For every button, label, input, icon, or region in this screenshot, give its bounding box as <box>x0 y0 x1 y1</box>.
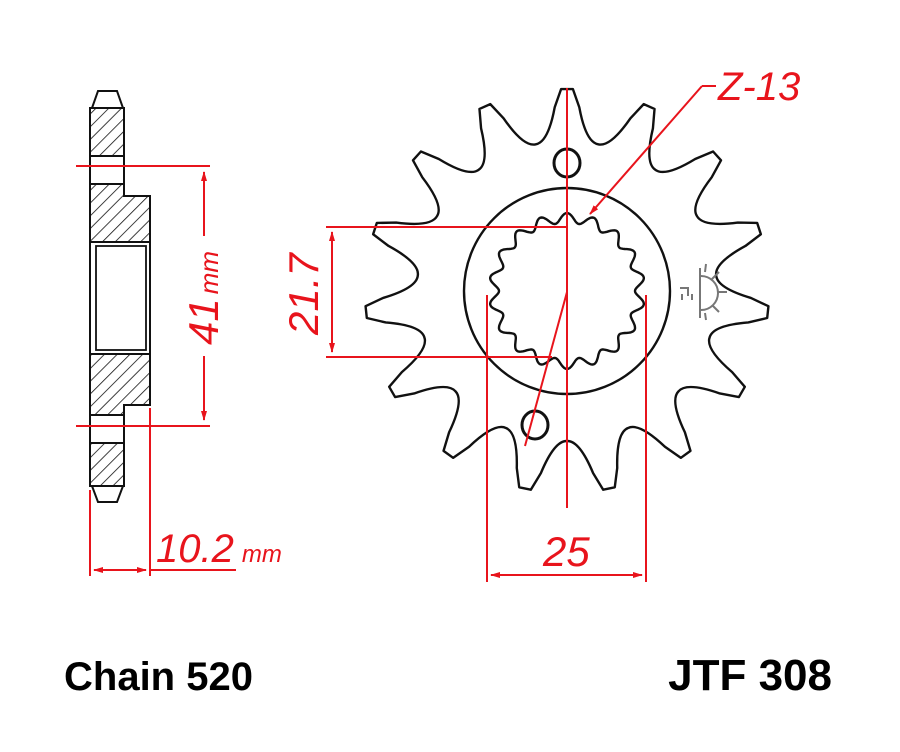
side-tooth-top <box>90 90 125 109</box>
front-dimensions <box>326 85 716 582</box>
bolt-spacing-label: 25 <box>542 528 590 575</box>
side-view <box>89 90 151 503</box>
spline-diameter-label: 21.7 <box>280 252 327 336</box>
side-dimensions <box>76 165 236 576</box>
side-tooth-bottom <box>90 485 125 503</box>
height-dimension-label: 41mm <box>180 251 227 345</box>
bolt-hole-bottom <box>520 409 550 441</box>
teeth-count-label: Z-13 <box>717 65 800 109</box>
part-number: JTF 308 <box>668 651 832 700</box>
sun-rotation-symbol-icon <box>680 263 727 321</box>
chain-label: Chain 520 <box>64 655 253 699</box>
